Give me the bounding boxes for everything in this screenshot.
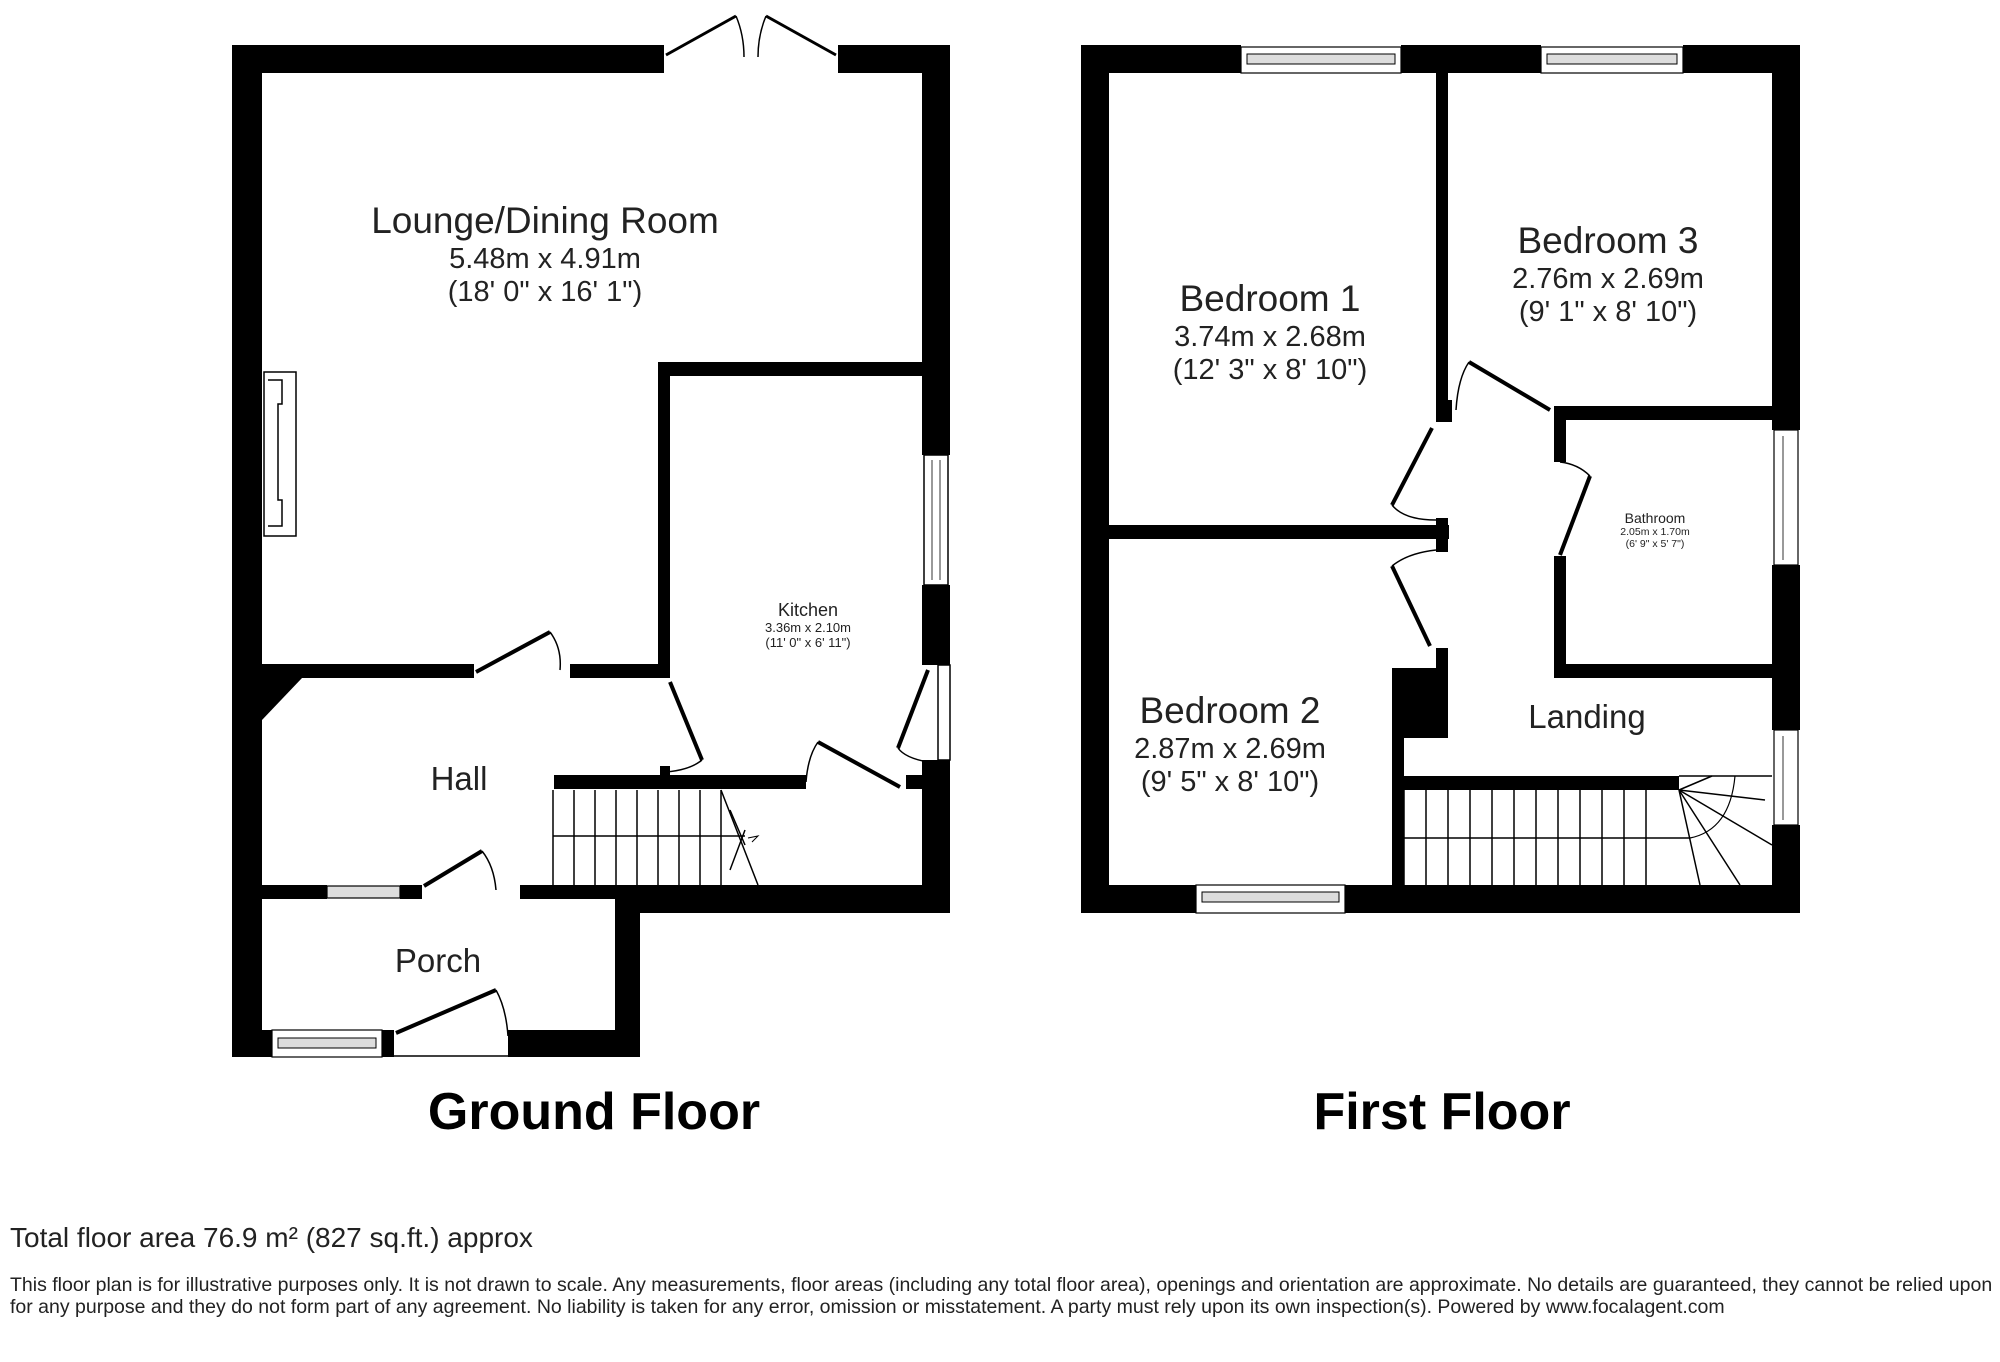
wall xyxy=(1772,45,1800,430)
room-name: Bedroom 1 xyxy=(1179,278,1361,319)
wall xyxy=(1554,664,1786,678)
wall xyxy=(262,678,302,720)
window xyxy=(326,885,401,899)
room-dimensions-metric: 2.05m x 1.70m xyxy=(1620,526,1690,539)
room-dimensions-metric: 3.36m x 2.10m xyxy=(765,619,851,635)
door xyxy=(395,988,497,1035)
staircase xyxy=(1403,775,1773,886)
wall xyxy=(232,1030,272,1057)
room-label-kitchen: Kitchen 3.36m x 2.10m (11' 0" x 6' 11") xyxy=(765,600,851,651)
wall xyxy=(922,585,950,665)
room-name: Porch xyxy=(394,942,482,979)
wall xyxy=(262,664,474,678)
total-floor-area: Total floor area 76.9 m² (827 sq.ft.) ap… xyxy=(10,1222,533,1253)
room-label-bedroom-2: Bedroom 2 2.87m x 2.69m (9' 5" x 8' 10") xyxy=(1134,690,1326,799)
first-floor-fixtures xyxy=(1195,46,1799,914)
wall xyxy=(232,45,664,73)
wall xyxy=(1436,518,1448,552)
room-name: Bathroom xyxy=(1624,510,1686,526)
floor-title-first: First Floor xyxy=(1313,1083,1571,1141)
wall xyxy=(400,885,422,899)
staircase xyxy=(552,789,760,886)
wall xyxy=(660,766,670,778)
window xyxy=(1773,729,1799,826)
wall xyxy=(1554,406,1566,462)
wall xyxy=(382,1030,394,1057)
wall xyxy=(262,885,327,899)
room-dimensions-imperial: (9' 1" x 8' 10") xyxy=(1518,295,1698,328)
door xyxy=(422,849,484,888)
window xyxy=(923,454,949,586)
wall xyxy=(1081,45,1109,913)
room-dimensions-metric: 2.87m x 2.69m xyxy=(1134,732,1326,765)
room-dimensions-imperial: (12' 3" x 8' 10") xyxy=(1172,353,1368,386)
room-name: Lounge/Dining Room xyxy=(371,200,719,241)
room-dimensions-imperial: (18' 0" x 16' 1") xyxy=(447,275,643,308)
room-dimensions-metric: 2.76m x 2.69m xyxy=(1512,262,1704,295)
room-name: Landing xyxy=(1528,698,1646,735)
first-floor-plan xyxy=(1081,45,1800,913)
french-door-left xyxy=(665,14,737,57)
room-dimensions-imperial: (11' 0" x 6' 11") xyxy=(765,634,851,650)
room-label-landing: Landing xyxy=(1528,698,1645,736)
wall xyxy=(554,775,806,789)
wall xyxy=(922,45,950,455)
wall xyxy=(1436,70,1448,415)
room-dimensions-metric: 5.48m x 4.91m xyxy=(449,242,641,275)
room-label-lounge: Lounge/Dining Room 5.48m x 4.91m (18' 0"… xyxy=(371,200,719,309)
door xyxy=(817,740,901,789)
door xyxy=(1390,427,1434,506)
french-door-right xyxy=(765,14,837,57)
wall xyxy=(658,362,936,376)
door xyxy=(1390,565,1432,647)
wall xyxy=(1392,668,1404,888)
room-dimensions-metric: 3.74m x 2.68m xyxy=(1174,320,1366,353)
door xyxy=(896,669,930,749)
wall xyxy=(508,1030,640,1057)
door xyxy=(668,681,704,761)
wall xyxy=(1772,565,1800,730)
room-name: Bedroom 2 xyxy=(1139,690,1321,731)
wall xyxy=(1401,45,1541,73)
wall xyxy=(1554,556,1566,670)
wall xyxy=(570,664,670,678)
room-name: Kitchen xyxy=(777,600,839,620)
room-label-porch: Porch xyxy=(395,942,481,980)
wall xyxy=(1345,885,1800,913)
wall xyxy=(615,885,640,1057)
disclaimer-text: This floor plan is for illustrative purp… xyxy=(10,1274,1993,1318)
wall xyxy=(1081,45,1241,73)
wall xyxy=(1404,776,1679,790)
wall xyxy=(232,45,262,1057)
wall xyxy=(1081,885,1196,913)
door xyxy=(1558,475,1592,556)
wall xyxy=(906,775,922,789)
ground-floor-fixtures xyxy=(263,14,951,1058)
room-label-bedroom-3: Bedroom 3 2.76m x 2.69m (9' 1" x 8' 10") xyxy=(1512,220,1704,329)
room-label-bathroom: Bathroom 2.05m x 1.70m (6' 9" x 5' 7") xyxy=(1620,510,1689,550)
wall xyxy=(1554,406,1786,420)
ground-floor-plan xyxy=(232,45,950,1057)
wall xyxy=(1109,525,1449,539)
door xyxy=(475,630,551,674)
wall xyxy=(1436,400,1452,422)
fireplace xyxy=(263,371,297,537)
room-dimensions-imperial: (9' 5" x 8' 10") xyxy=(1140,765,1320,798)
wall xyxy=(658,362,670,664)
door xyxy=(1467,360,1552,412)
window xyxy=(1773,429,1799,566)
room-label-bedroom-1: Bedroom 1 3.74m x 2.68m (12' 3" x 8' 10"… xyxy=(1173,278,1367,387)
floor-title-ground: Ground Floor xyxy=(427,1083,761,1141)
room-name: Hall xyxy=(430,760,488,797)
wall xyxy=(615,885,950,913)
room-label-hall: Hall xyxy=(431,760,488,798)
room-name: Bedroom 3 xyxy=(1517,220,1699,261)
room-dimensions-imperial: (6' 9" x 5' 7") xyxy=(1625,538,1685,551)
